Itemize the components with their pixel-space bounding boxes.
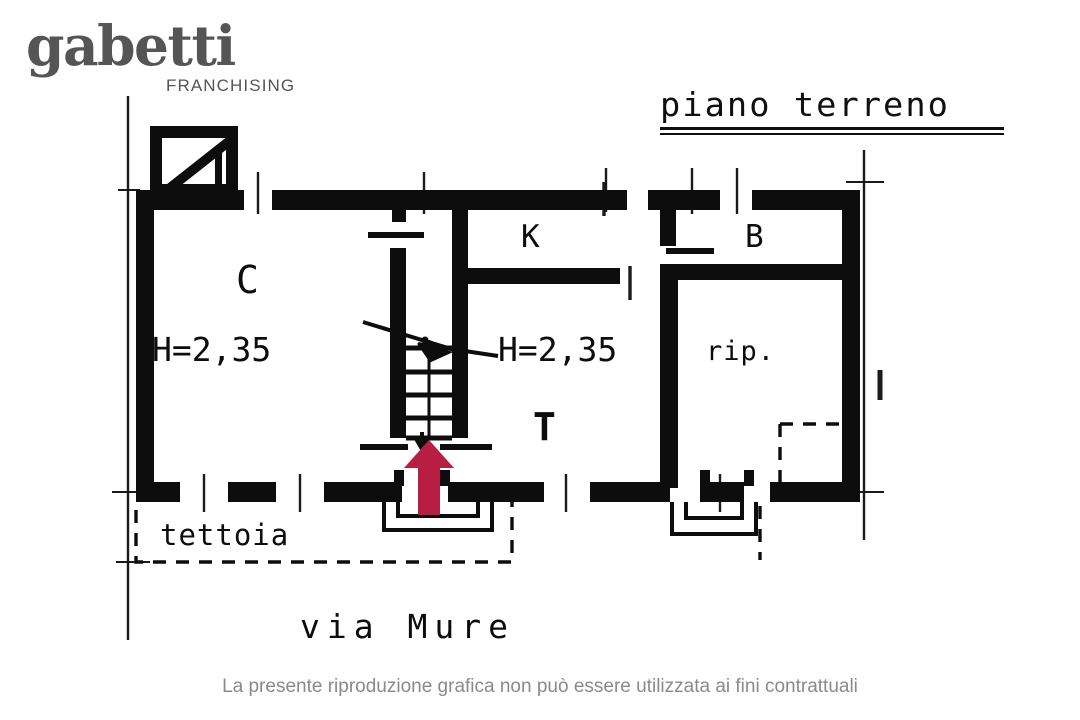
height-note-hall: H=2,35 — [498, 330, 618, 369]
staircase — [406, 340, 452, 441]
street-name-label: via Mure — [300, 607, 515, 646]
outdoor-area-label: tettoia — [160, 518, 290, 552]
stair-direction-arrow — [362, 320, 499, 453]
title-underline-thin — [660, 133, 1004, 135]
height-note-living: H=2,35 — [152, 330, 272, 369]
floor-plan-drawing — [112, 96, 884, 640]
room-label-storage: rip. — [706, 336, 776, 367]
disclaimer-text: La presente riproduzione grafica non può… — [222, 676, 858, 697]
room-label-bath: B — [745, 219, 765, 255]
room-label-kitchen: K — [521, 219, 541, 255]
plan-walls — [136, 126, 860, 502]
brand-subwordmark: FRANCHISING — [166, 76, 296, 95]
door-openings — [360, 232, 714, 450]
entrance-arrow-marker — [404, 440, 454, 515]
title-underline-thick — [660, 127, 1004, 130]
gabetti-logo: gabetti FRANCHISING — [26, 12, 294, 95]
entrance-thresholds — [382, 502, 758, 536]
stair-direction-mark: T — [533, 405, 556, 449]
brand-wordmark: gabetti — [26, 13, 236, 78]
plan-title-block: piano terreno — [660, 86, 1010, 135]
room-label-living: C — [236, 258, 260, 302]
dashed-outlines — [134, 422, 842, 564]
page-title: piano terreno — [660, 85, 950, 124]
